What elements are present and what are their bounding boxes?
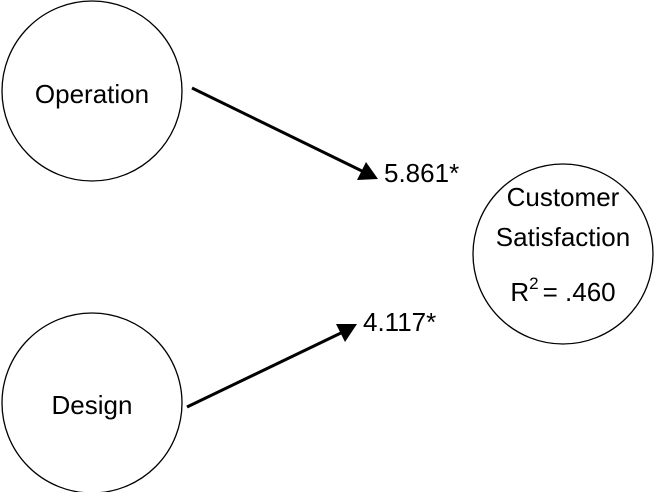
node-customer-satisfaction: Customer Satisfaction R2 = .460 — [472, 163, 654, 345]
edge-design-coefficient: 4.117* — [363, 307, 436, 337]
edge-operation-line — [191, 86, 365, 174]
edge-design-line — [186, 330, 344, 409]
node-operation-circle — [1, 0, 183, 182]
edge-design-to-satisfaction: 4.117* — [186, 307, 436, 409]
edge-operation-to-satisfaction: 5.861* — [191, 86, 459, 188]
node-design-label: Design — [52, 390, 133, 420]
node-operation-label: Operation — [35, 79, 149, 109]
r-squared-label: R2 = .460 — [510, 274, 615, 307]
node-operation: Operation — [1, 0, 183, 182]
edge-operation-coefficient: 5.861* — [384, 158, 459, 188]
node-customer-satisfaction-label-line1: Customer — [507, 182, 620, 212]
node-customer-satisfaction-circle — [472, 163, 654, 345]
r-squared-symbol: R — [510, 277, 529, 307]
node-design-circle — [1, 312, 183, 492]
node-design: Design — [1, 312, 183, 492]
node-customer-satisfaction-label-line2: Satisfaction — [496, 222, 630, 252]
r-squared-exponent: 2 — [529, 274, 538, 293]
edge-operation-arrowhead — [357, 162, 378, 180]
r-squared-value: = .460 — [543, 277, 616, 307]
edge-design-arrowhead — [336, 324, 357, 342]
